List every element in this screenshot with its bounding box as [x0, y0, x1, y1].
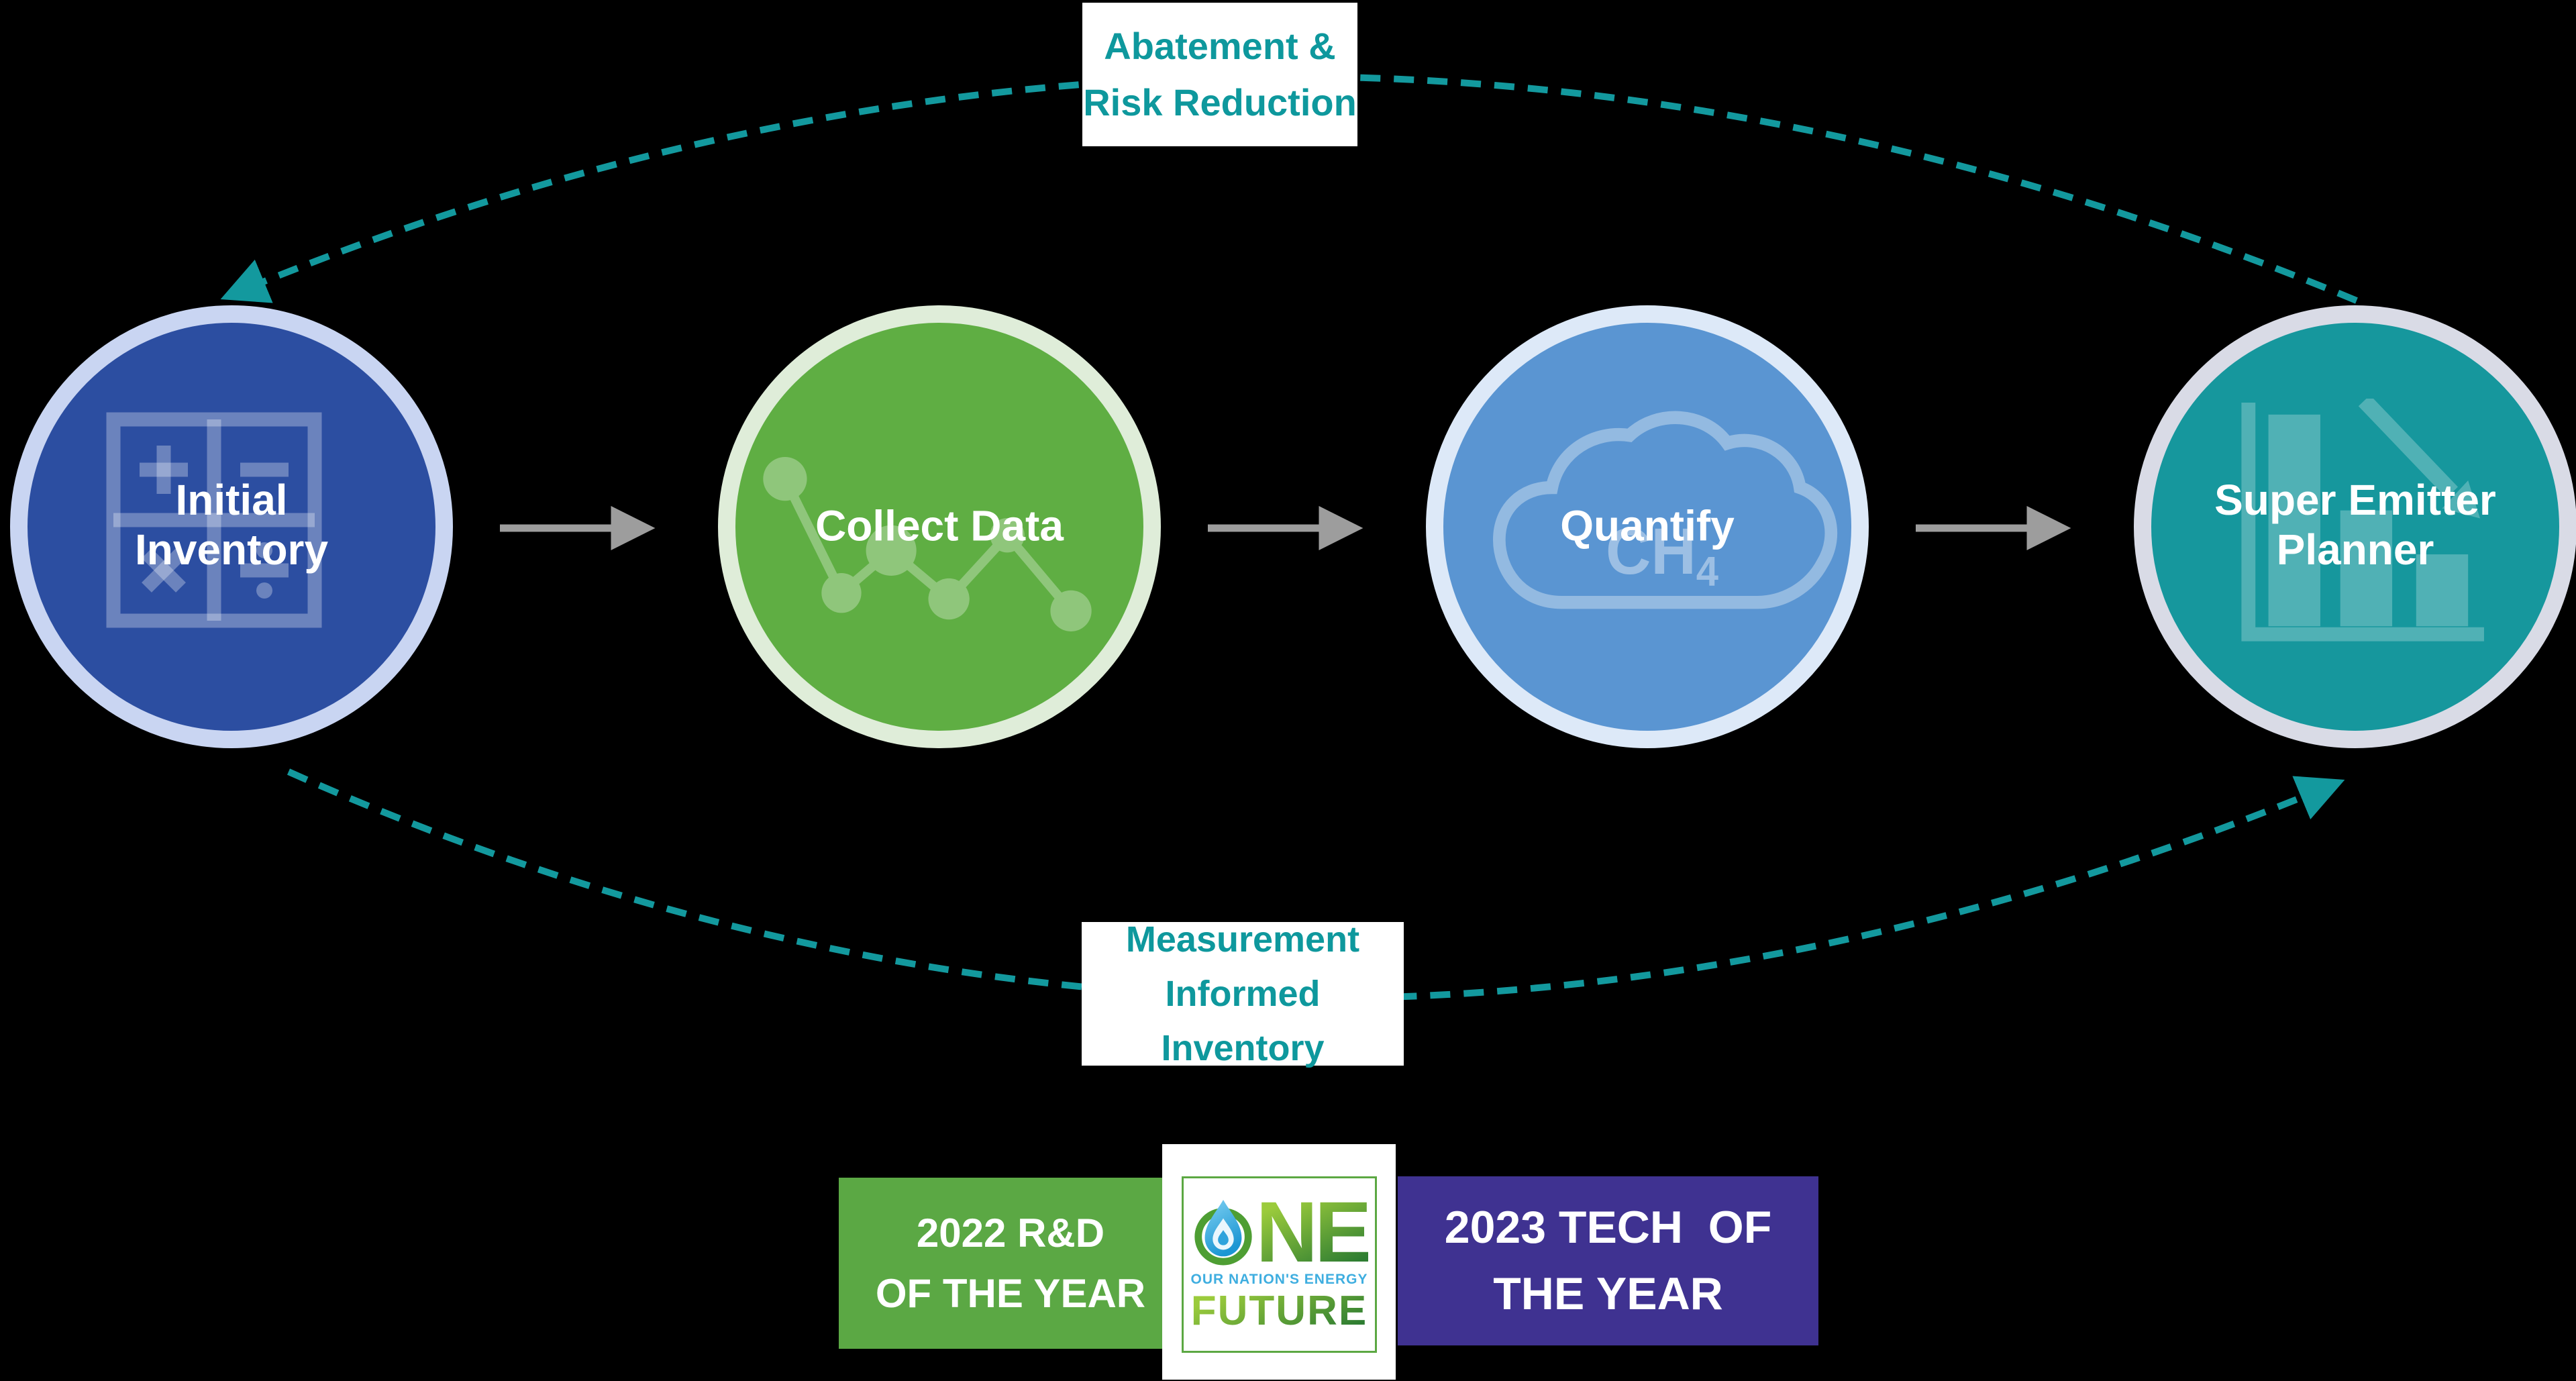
- step-label-collect-data: Collect Data: [815, 501, 1064, 550]
- rd100-award-badge: 2022 R&D OF THE YEAR: [839, 1178, 1182, 1349]
- water-drop-icon: [1194, 1199, 1252, 1266]
- one-future-wordmark: FUTURE: [1190, 1288, 1368, 1335]
- measurement-label-line1: Measurement: [1125, 919, 1360, 960]
- ch4-formula-text: CH4: [1606, 515, 1718, 594]
- step-circle-collect-data: Collect Data: [718, 305, 1161, 748]
- rd-badge-line2: OF THE YEAR: [875, 1270, 1146, 1316]
- methane-cloud-icon: CH4: [1492, 411, 1838, 609]
- one-future-ne-text: NE: [1255, 1184, 1372, 1280]
- calculator-icon: [106, 412, 322, 628]
- abatement-label-line1: Abatement &: [1104, 25, 1336, 67]
- step-circle-initial-inventory: Initial Inventory: [10, 305, 453, 748]
- step-label-quantify: Quantify: [1560, 501, 1735, 550]
- data-points-icon: [763, 456, 1092, 632]
- one-future-logo: NE OUR NATION'S ENERGY FUTURE: [1182, 1176, 1377, 1353]
- one-future-logo-panel: NE OUR NATION'S ENERGY FUTURE: [1162, 1144, 1396, 1380]
- measurement-informed-inventory-label: Measurement Informed Inventory: [1082, 919, 1404, 1068]
- measurement-label-line2: Informed Inventory: [1161, 973, 1325, 1068]
- rd-badge-line1: 2022 R&D: [916, 1210, 1105, 1256]
- tech-badge-line1: 2023 TECH OF: [1444, 1202, 1772, 1254]
- tech-badge-line2: THE YEAR: [1493, 1268, 1723, 1319]
- step-circle-quantify: CH4 Quantify: [1426, 305, 1869, 748]
- step-circle-super-emitter-planner: Super Emitter Planner: [2134, 305, 2576, 748]
- one-future-tagline: OUR NATION'S ENERGY: [1190, 1272, 1368, 1288]
- step-label-super-emitter-planner: Super Emitter Planner: [2214, 475, 2496, 574]
- tech-of-the-year-badge: 2023 TECH OF THE YEAR: [1398, 1176, 1818, 1345]
- step-label-initial-inventory: Initial Inventory: [134, 475, 329, 574]
- abatement-label-line2: Risk Reduction: [1083, 81, 1357, 123]
- declining-bars-icon: [2241, 399, 2484, 642]
- loop-top-dashed-arrow: [220, 73, 2358, 304]
- abatement-risk-reduction-label: Abatement & Risk Reduction: [1082, 3, 1357, 146]
